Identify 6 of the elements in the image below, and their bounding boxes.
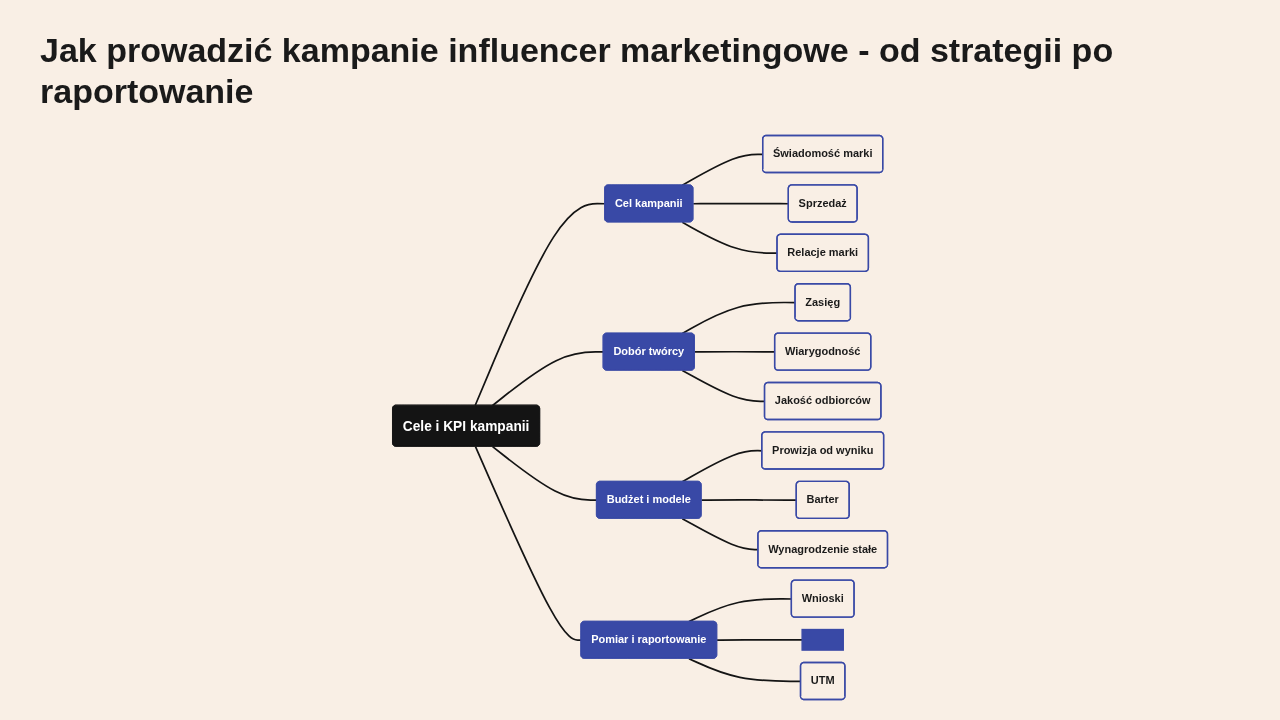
connector bbox=[491, 351, 605, 407]
node-bar bbox=[801, 628, 844, 651]
connector bbox=[716, 638, 803, 641]
connector bbox=[491, 445, 598, 502]
connector bbox=[474, 202, 606, 407]
title: Jak prowadzić kampanie influencer marketingowe - od strategii po raportowanie bbox=[40, 30, 1115, 112]
